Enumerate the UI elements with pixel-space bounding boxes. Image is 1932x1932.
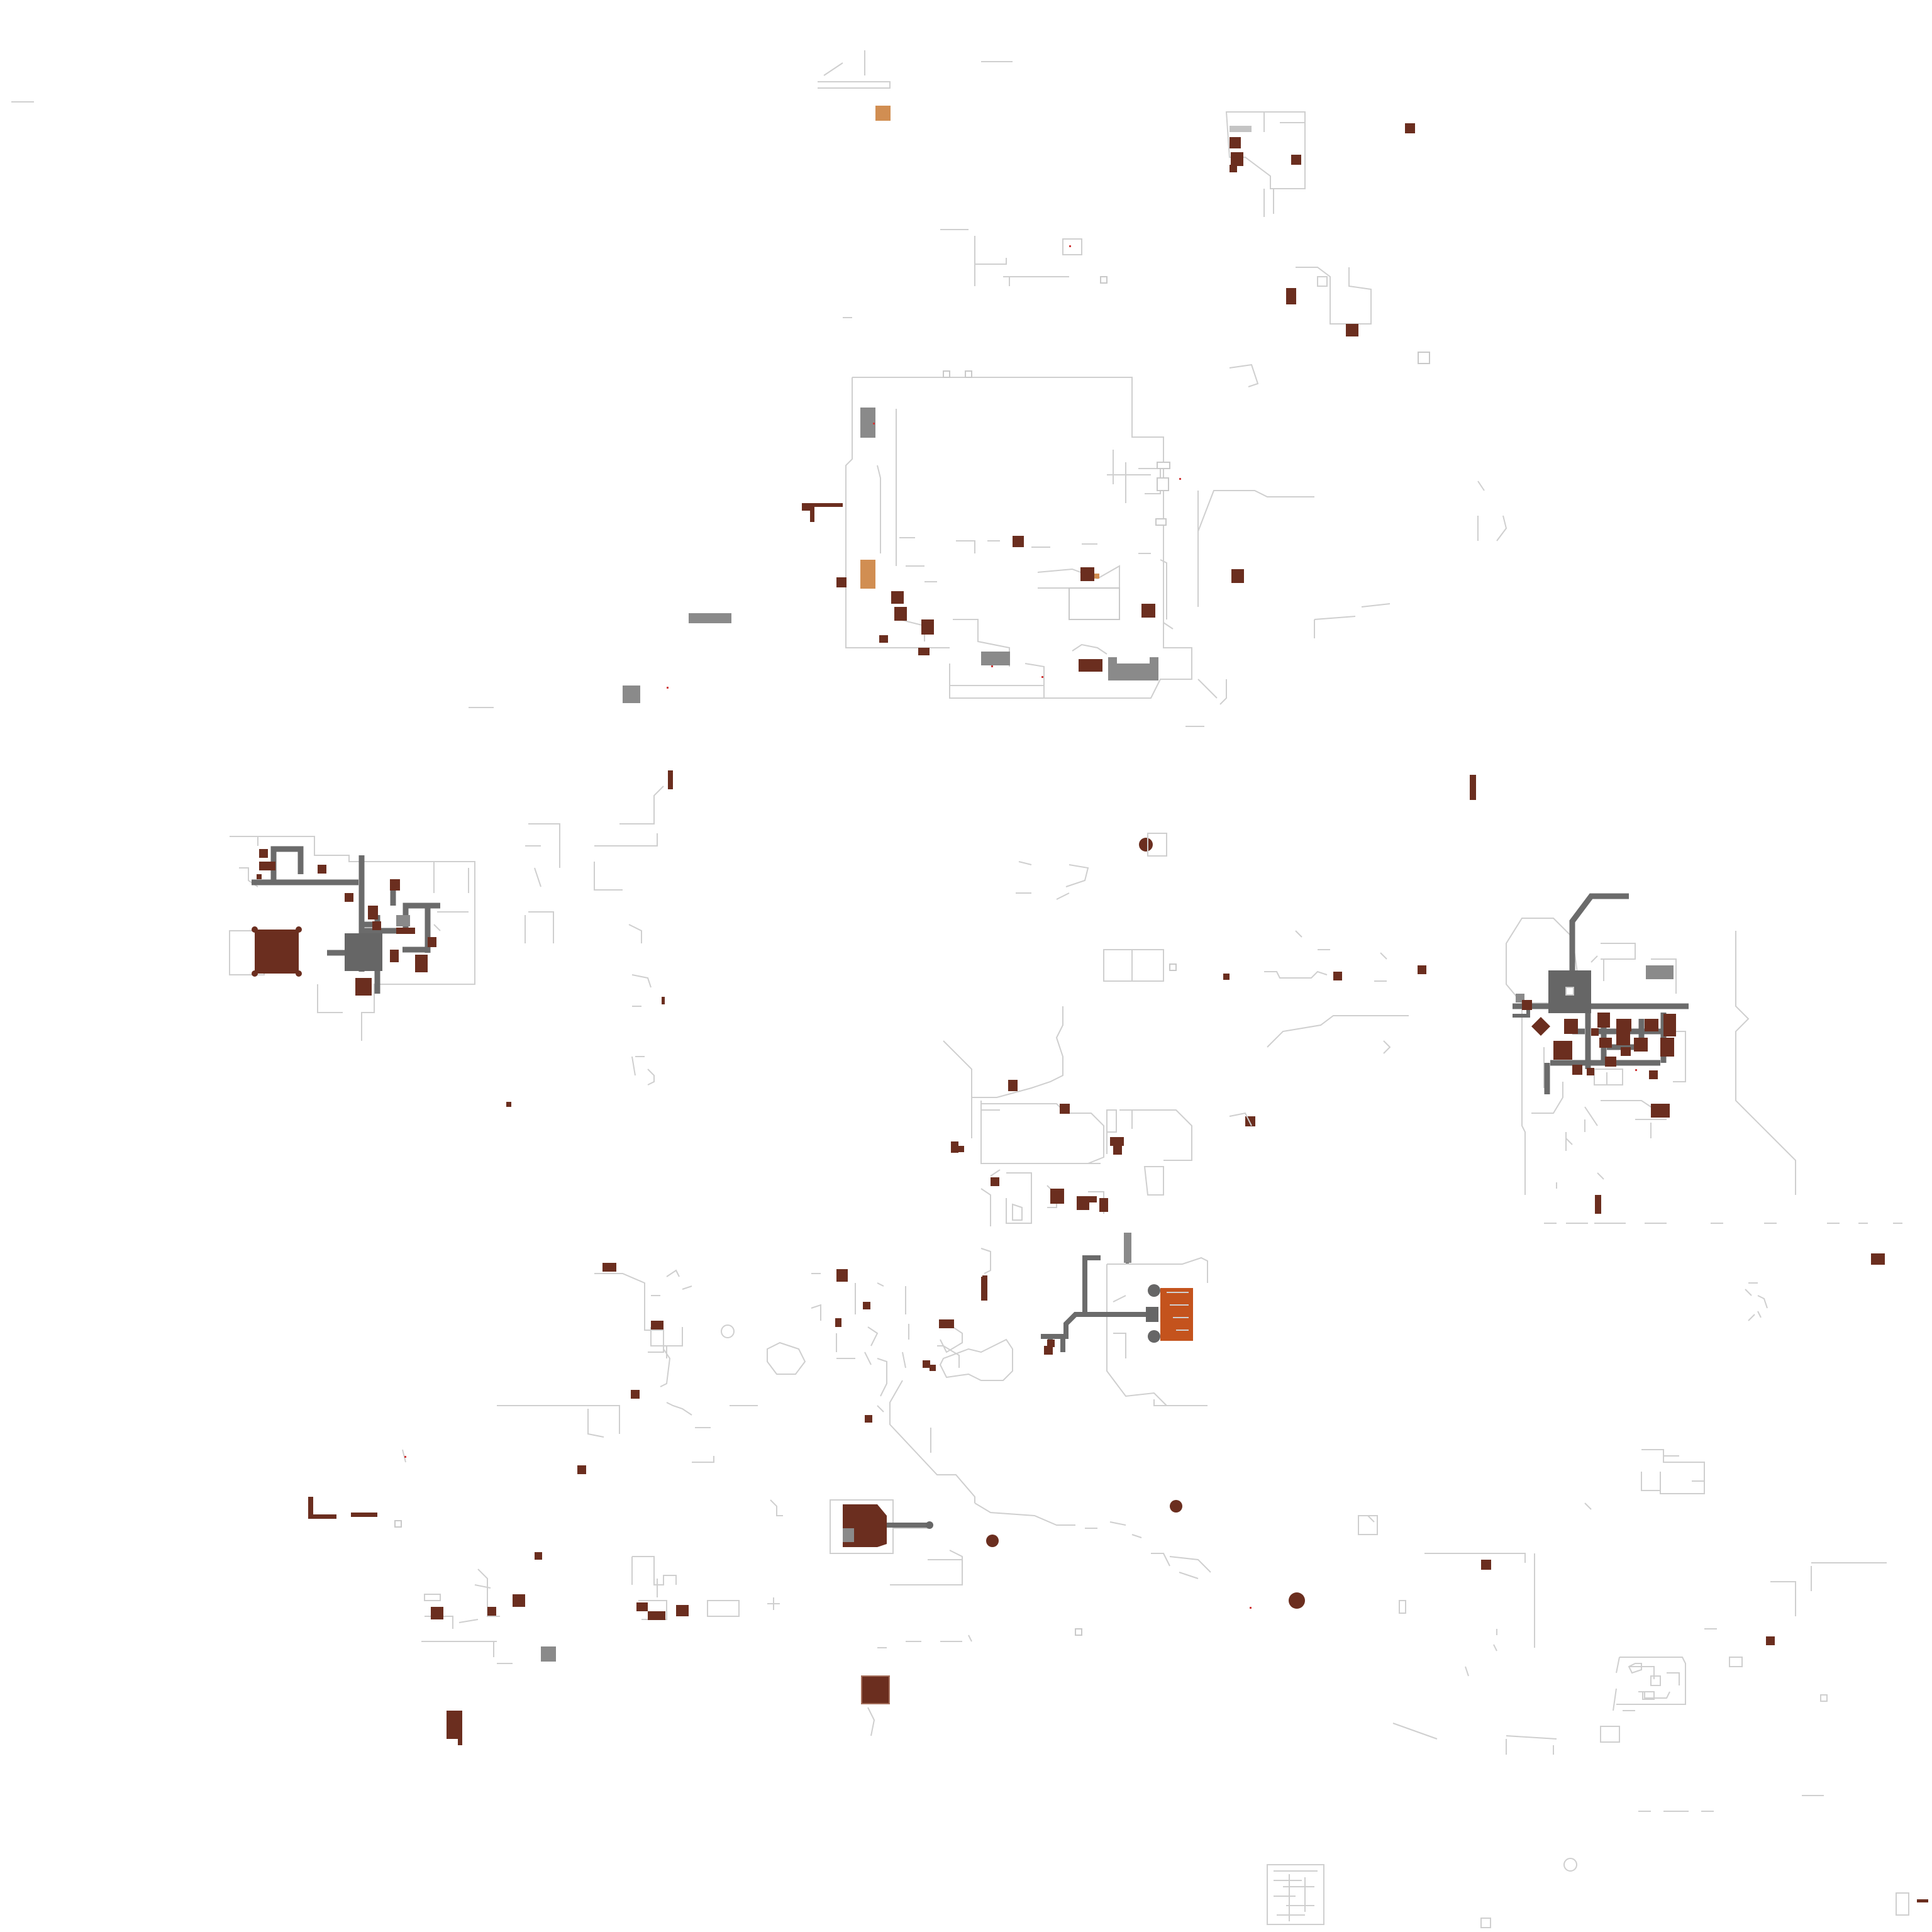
upper-mid-fragments — [843, 229, 1430, 387]
central-north-complex — [802, 370, 1227, 705]
bordered-brown-block — [861, 1675, 890, 1704]
south-west-district — [497, 1263, 1075, 1585]
tan-crate — [875, 106, 891, 121]
west-hub — [345, 933, 382, 971]
east-mid-connectors — [1103, 930, 1409, 1054]
south-center-markers — [861, 1500, 1305, 1736]
south-central-pipe-structure — [982, 1233, 1208, 1406]
east-dash-line — [1544, 1172, 1902, 1224]
red-marker-dots — [404, 423, 1637, 1609]
orange-block — [1160, 1288, 1193, 1341]
north-right-fragments — [469, 480, 1507, 727]
east-compound — [1418, 893, 1885, 1265]
south-west-edge — [308, 1449, 780, 1745]
west-center-markers — [506, 770, 1476, 1107]
north-fragments — [11, 50, 1013, 121]
west-compound — [229, 786, 664, 1041]
south-east-district — [1267, 1282, 1928, 1928]
north-east-compound — [1225, 111, 1415, 217]
large-brown-block — [255, 930, 299, 974]
